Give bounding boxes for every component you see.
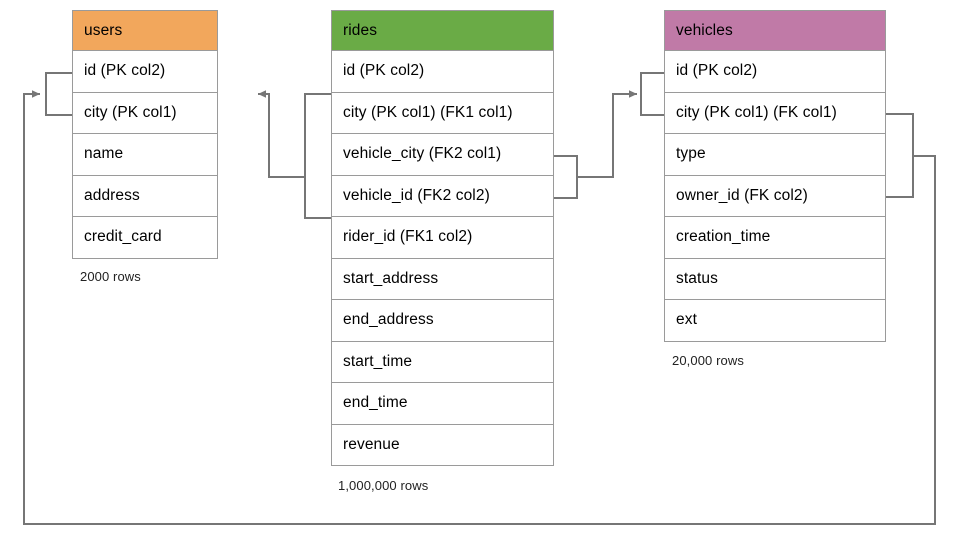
column-label: city (PK col1) (FK col1): [676, 103, 837, 121]
row-count-caption-vehicles: 20,000 rows: [672, 353, 744, 368]
column-row[interactable]: start_time: [331, 341, 554, 383]
column-label: end_address: [343, 311, 434, 329]
column-row[interactable]: vehicle_id (FK2 col2): [331, 175, 554, 217]
entity-title: users: [84, 21, 123, 39]
row-count-caption-rides: 1,000,000 rows: [338, 478, 429, 493]
column-label: city (PK col1) (FK1 col1): [343, 103, 513, 121]
column-label: owner_id (FK col2): [676, 186, 808, 204]
entity-header-users: users: [72, 10, 218, 51]
column-row[interactable]: name: [72, 134, 218, 176]
column-row[interactable]: owner_id (FK col2): [664, 175, 886, 217]
column-row[interactable]: vehicle_city (FK2 col1): [331, 134, 554, 176]
column-row[interactable]: ext: [664, 300, 886, 342]
column-label: id (PK col2): [676, 62, 758, 80]
column-row[interactable]: city (PK col1) (FK col1): [664, 92, 886, 134]
connector-vehicles-pk-bracket: [640, 72, 664, 116]
column-row[interactable]: creation_time: [664, 217, 886, 259]
column-row[interactable]: id (PK col2): [331, 51, 554, 93]
column-row[interactable]: city (PK col1): [72, 92, 218, 134]
column-label: end_time: [343, 394, 408, 412]
entity-title: rides: [343, 21, 378, 39]
connector-rides-fk2-to-vehicles: [554, 90, 637, 199]
column-row[interactable]: type: [664, 134, 886, 176]
entity-table-vehicles[interactable]: vehicles id (PK col2) city (PK col1) (FK…: [664, 10, 886, 342]
column-label: ext: [676, 311, 697, 329]
row-count-caption-users: 2000 rows: [80, 269, 141, 284]
column-row[interactable]: end_address: [331, 300, 554, 342]
column-label: id (PK col2): [84, 62, 166, 80]
column-label: address: [84, 186, 140, 204]
column-row[interactable]: revenue: [331, 424, 554, 466]
column-label: vehicle_id (FK2 col2): [343, 186, 490, 204]
entity-header-rides: rides: [331, 10, 554, 51]
column-row[interactable]: start_address: [331, 258, 554, 300]
connector-rides-fk1-to-users: [258, 90, 331, 219]
column-label: id (PK col2): [343, 62, 425, 80]
entity-title: vehicles: [676, 21, 733, 39]
column-label: status: [676, 269, 718, 287]
column-label: rider_id (FK1 col2): [343, 228, 473, 246]
entity-table-users[interactable]: users id (PK col2) city (PK col1) name a…: [72, 10, 218, 259]
entity-header-vehicles: vehicles: [664, 10, 886, 51]
column-row[interactable]: city (PK col1) (FK1 col1): [331, 92, 554, 134]
column-row[interactable]: rider_id (FK1 col2): [331, 217, 554, 259]
column-row[interactable]: id (PK col2): [664, 51, 886, 93]
column-label: revenue: [343, 435, 400, 453]
column-row[interactable]: status: [664, 258, 886, 300]
column-row[interactable]: address: [72, 175, 218, 217]
column-label: start_address: [343, 269, 439, 287]
column-label: type: [676, 145, 706, 163]
column-label: start_time: [343, 352, 413, 370]
connector-users-pk-bracket: [45, 72, 72, 116]
column-label: creation_time: [676, 228, 771, 246]
column-label: vehicle_city (FK2 col1): [343, 145, 502, 163]
entity-table-rides[interactable]: rides id (PK col2) city (PK col1) (FK1 c…: [331, 10, 554, 466]
column-label: city (PK col1): [84, 103, 177, 121]
column-row[interactable]: end_time: [331, 383, 554, 425]
column-label: name: [84, 145, 124, 163]
column-row[interactable]: id (PK col2): [72, 51, 218, 93]
column-label: credit_card: [84, 228, 162, 246]
column-row[interactable]: credit_card: [72, 217, 218, 259]
